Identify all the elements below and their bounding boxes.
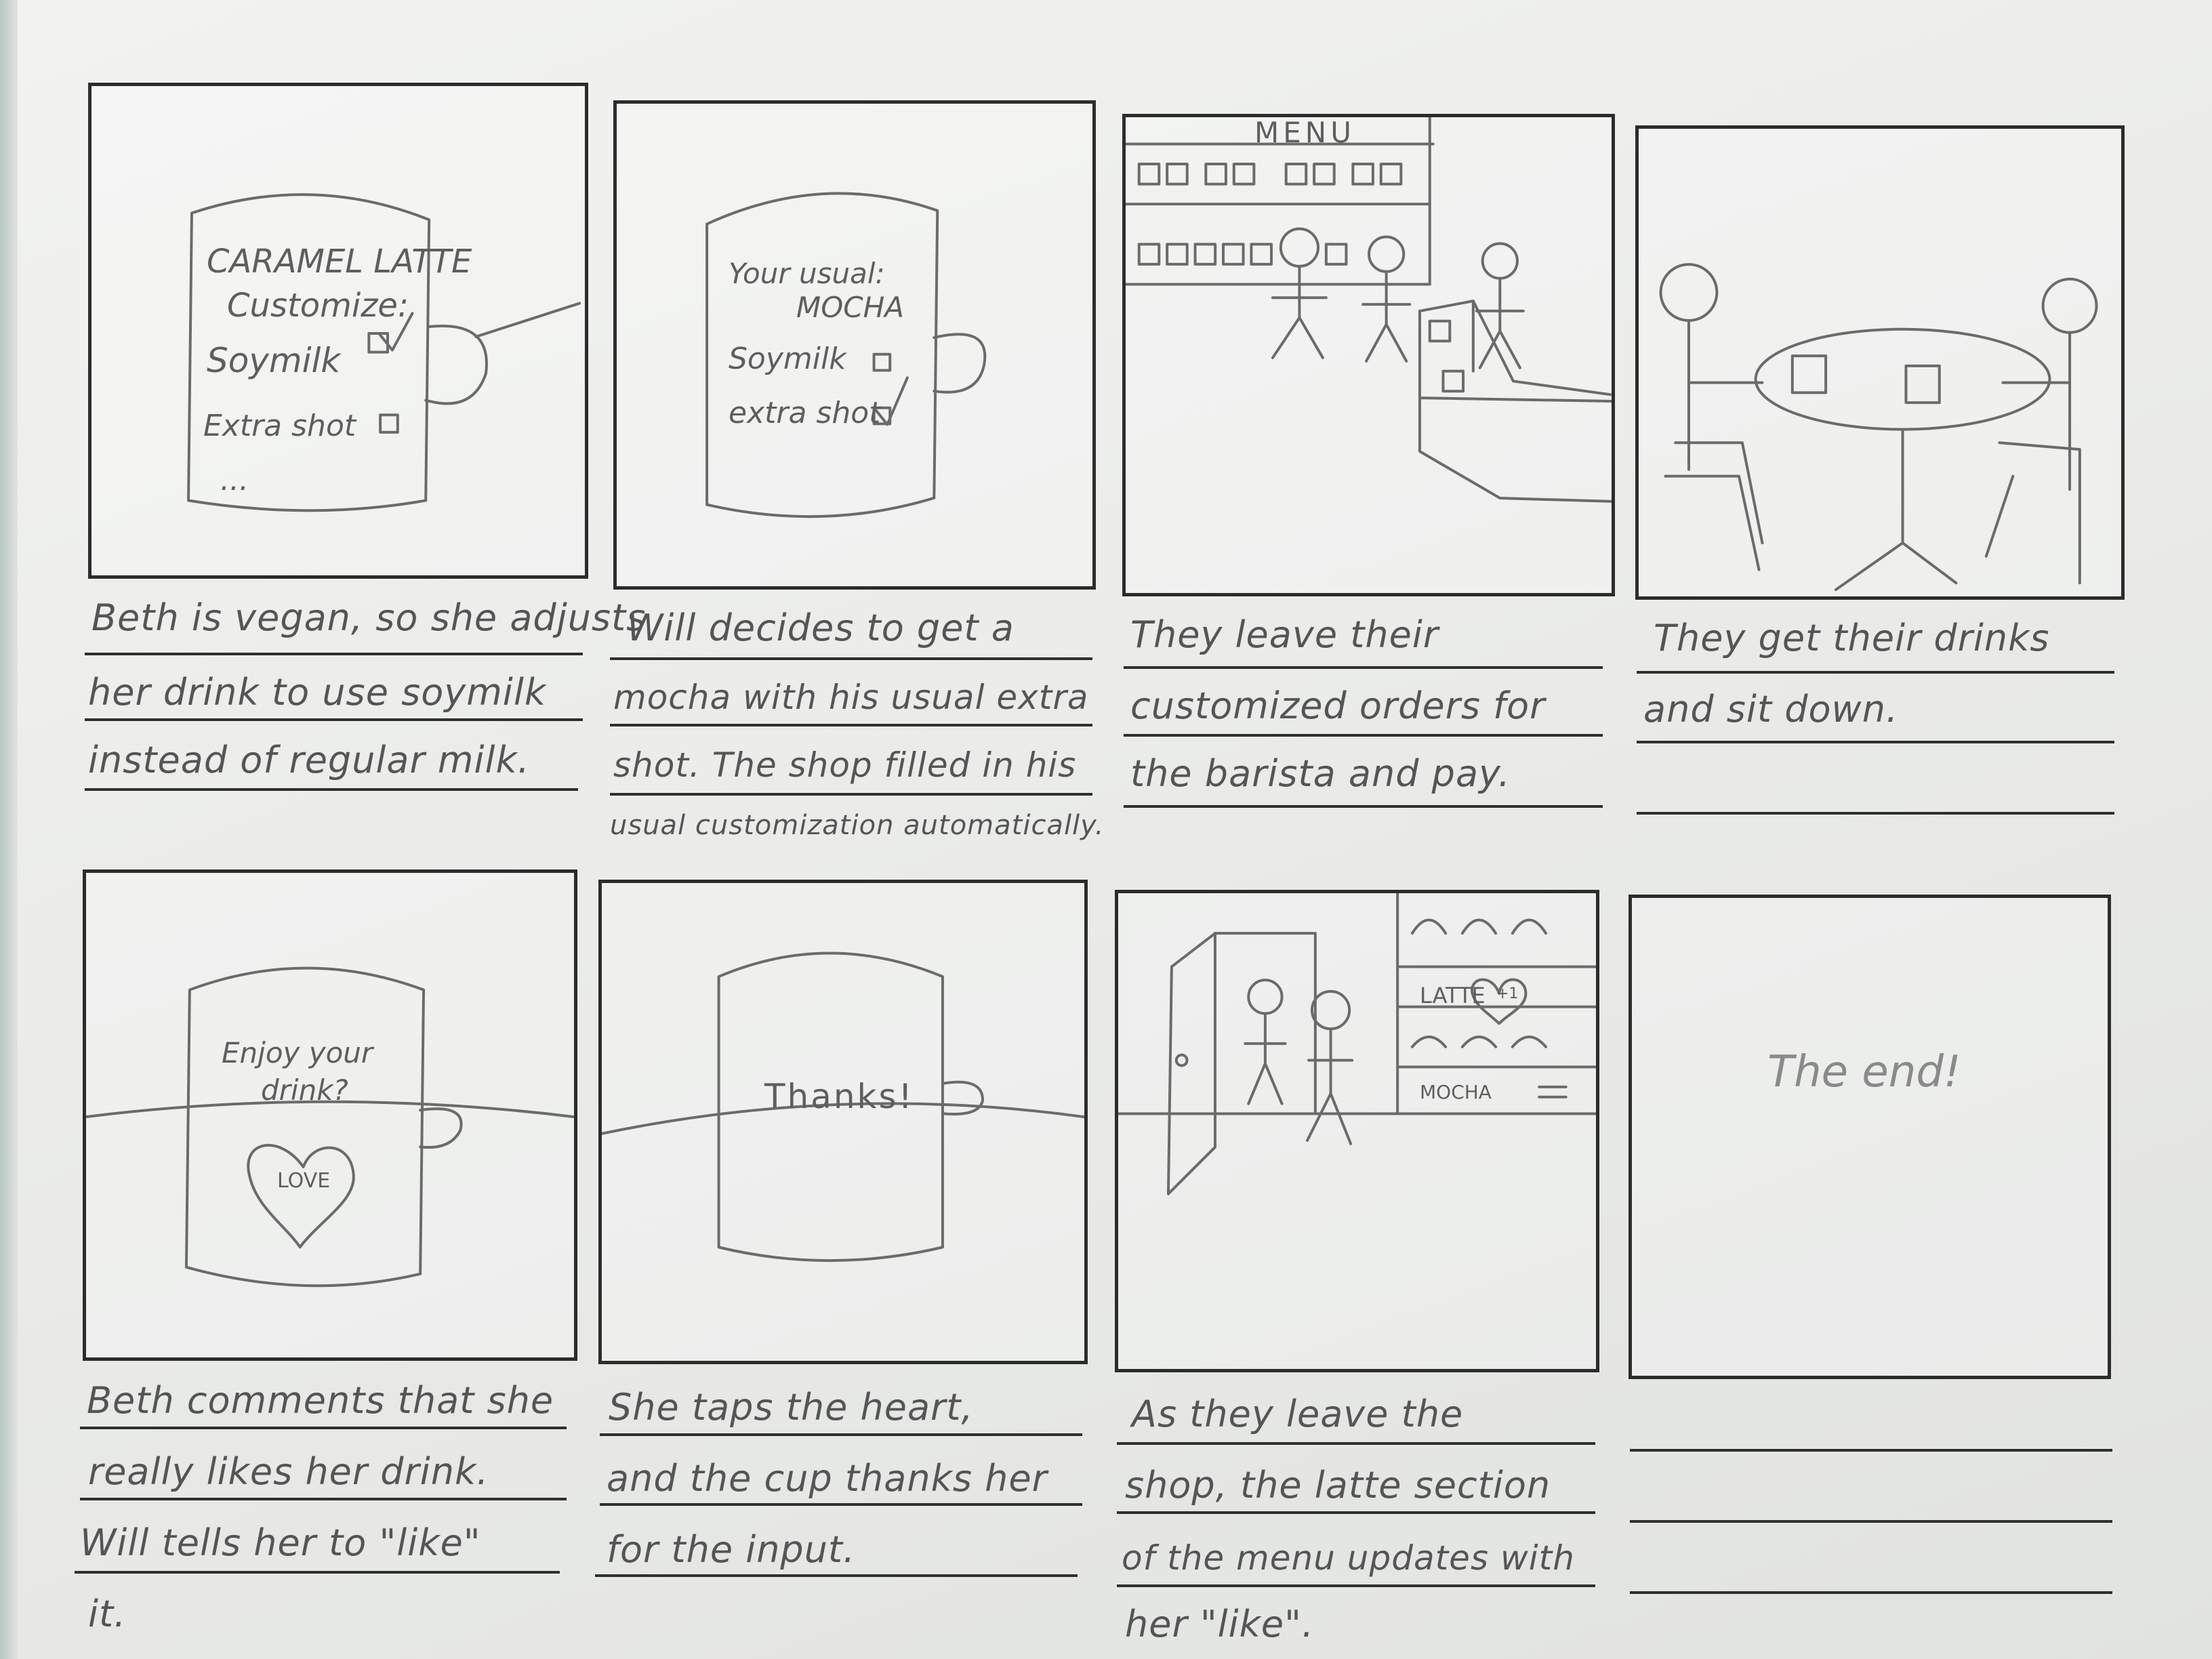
writing-line — [595, 1574, 1078, 1577]
writing-line — [610, 793, 1092, 796]
writing-line — [85, 788, 578, 791]
panel-1-caption-line-1: Beth is vegan, so she adjusts — [91, 596, 647, 639]
writing-line — [80, 1498, 567, 1500]
cup-line-1: CARAMEL LATTE — [207, 243, 472, 281]
cup-sketch — [617, 104, 1092, 586]
writing-line — [1630, 1520, 2112, 1523]
storyboard-panel-5: Enjoy your drink? LOVE — [83, 869, 577, 1361]
panel-2-caption-line-2: mocha with his usual extra — [613, 678, 1089, 717]
cup-sketch — [86, 873, 574, 1357]
storyboard-panel-2: Your usual: MOCHA Soymilk extra shot — [613, 100, 1096, 590]
menu-title: MENU — [1254, 116, 1355, 149]
heart-label: LOVE — [277, 1169, 331, 1193]
cup-line-3: Soymilk — [207, 341, 341, 380]
thanks-text: Thanks! — [764, 1077, 914, 1116]
panel-7-caption-line-3: of the menu updates with — [1122, 1538, 1575, 1578]
cup-line-1: Your usual: — [729, 257, 885, 290]
stick-figure-right — [2003, 279, 2096, 490]
cup-sketch — [602, 883, 1084, 1361]
panel-4-caption-line-1: They get their drinks — [1654, 617, 2050, 659]
panel-2-caption-line-4: usual customization automatically. — [610, 810, 1105, 841]
cup-line-2: Customize: — [227, 287, 409, 325]
cup-line-4: extra shot — [729, 396, 881, 430]
panel-2-caption-line-3: shot. The shop filled in his — [613, 745, 1077, 785]
menu-cups-bottom — [1139, 244, 1347, 264]
stick-figure-1 — [1245, 980, 1285, 1103]
coffee-shop-counter-sketch — [1126, 117, 1612, 593]
writing-line — [1117, 1584, 1595, 1587]
cup-line-5: ... — [220, 463, 249, 497]
panel-4-caption-line-2: and sit down. — [1643, 688, 1899, 731]
stick-figure-2 — [1307, 991, 1352, 1144]
panel-5-caption-line-3: Will tells her to "like" — [80, 1521, 481, 1564]
menu-cups-latte — [1412, 920, 1546, 933]
writing-line — [610, 657, 1092, 660]
panel-7-caption-line-4: her "like". — [1125, 1603, 1315, 1645]
writing-line — [610, 724, 1092, 726]
cup-line-1: Enjoy your — [222, 1036, 373, 1069]
cup-line-3: Soymilk — [729, 342, 846, 376]
panel-5-caption-line-4: it. — [88, 1593, 127, 1635]
writing-line — [1630, 1591, 2112, 1594]
stick-figure-left — [1661, 264, 1763, 470]
the-end-text: The end! — [1767, 1047, 1961, 1097]
table-scene-sketch — [1639, 129, 2121, 596]
writing-line — [75, 1571, 560, 1574]
storyboard-panel-6: Thanks! — [598, 880, 1088, 1364]
writing-line — [1637, 671, 2114, 674]
menu-latte-like-badge: +1 — [1496, 985, 1519, 1002]
panel-6-caption-line-3: for the input. — [607, 1528, 856, 1571]
panel-1-caption-line-3: instead of regular milk. — [88, 739, 530, 781]
writing-line — [600, 1503, 1082, 1506]
panel-5-caption-line-2: really likes her drink. — [88, 1450, 489, 1493]
writing-line — [85, 718, 583, 721]
writing-line — [1124, 805, 1603, 808]
stick-figure-3 — [1477, 243, 1523, 367]
menu-cups-mocha — [1412, 1037, 1546, 1047]
writing-line — [1124, 666, 1603, 669]
panel-3-caption-line-2: customized orders for — [1130, 684, 1546, 727]
storyboard-panel-8: The end! — [1629, 895, 2111, 1379]
cup-sketch — [91, 86, 585, 575]
panel-1-caption-line-2: her drink to use soymilk — [88, 671, 547, 714]
writing-line — [1117, 1442, 1595, 1445]
writing-line — [600, 1433, 1082, 1436]
cup-line-2: drink? — [261, 1073, 348, 1107]
storyboard-panel-1: CARAMEL LATTE Customize: Soymilk Extra s… — [88, 83, 588, 579]
panel-7-caption-line-2: shop, the latte section — [1125, 1464, 1551, 1507]
writing-line — [80, 1427, 567, 1429]
storyboard-panel-4 — [1635, 125, 2125, 600]
cup-line-4: Extra shot — [203, 409, 356, 443]
panel-5-caption-line-1: Beth comments that she — [87, 1379, 554, 1422]
panel-7-caption-line-1: As they leave the — [1132, 1393, 1464, 1435]
panel-3-caption-line-3: the barista and pay. — [1130, 752, 1511, 795]
shop-exit-sketch — [1118, 893, 1596, 1369]
storyboard-panel-3: MENU — [1122, 114, 1615, 596]
stick-figure-1 — [1273, 229, 1326, 358]
writing-line — [1117, 1511, 1595, 1514]
writing-line — [1637, 741, 2114, 743]
panel-2-caption-line-1: Will decides to get a — [627, 607, 1015, 649]
menu-cups-top — [1139, 164, 1401, 184]
writing-line — [85, 653, 583, 655]
cup-line-2: MOCHA — [796, 291, 904, 324]
storyboard-panel-7: LATTE +1 MOCHA — [1115, 890, 1599, 1372]
writing-line — [1630, 1449, 2112, 1452]
writing-line — [1124, 734, 1603, 737]
stick-figure-2 — [1363, 237, 1410, 361]
panel-6-caption-line-2: and the cup thanks her — [607, 1457, 1048, 1500]
paper-edge — [0, 0, 18, 1659]
menu-latte-label: LATTE — [1420, 983, 1486, 1008]
panel-3-caption-line-1: They leave their — [1130, 613, 1439, 656]
panel-6-caption-line-1: She taps the heart, — [609, 1386, 974, 1429]
menu-mocha-label: MOCHA — [1420, 1081, 1492, 1103]
writing-line — [1637, 812, 2114, 815]
